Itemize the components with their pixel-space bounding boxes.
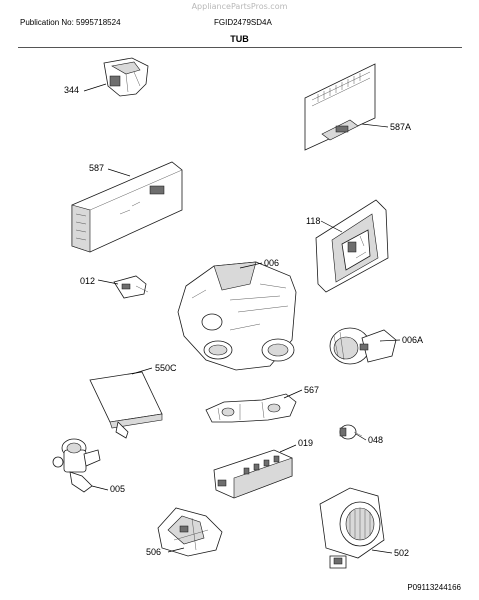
callout-019: 019 bbox=[298, 438, 314, 448]
part-587A-illustration bbox=[304, 63, 389, 151]
callout-506: 506 bbox=[146, 547, 162, 557]
callout-006A: 006A bbox=[402, 335, 424, 345]
page-title: TUB bbox=[230, 34, 249, 44]
callout-006: 006 bbox=[264, 258, 280, 268]
callout-502: 502 bbox=[394, 548, 410, 558]
part-344-illustration bbox=[83, 57, 149, 97]
part-048-illustration bbox=[339, 424, 367, 441]
callout-550C: 550C bbox=[155, 363, 177, 373]
part-506-illustration bbox=[157, 507, 223, 557]
callout-005: 005 bbox=[110, 484, 126, 494]
part-006A-illustration bbox=[329, 327, 401, 365]
callout-118: 118 bbox=[306, 216, 321, 226]
part-019-illustration bbox=[213, 444, 297, 499]
callout-567: 567 bbox=[304, 385, 320, 395]
watermark: AppliancePartsPros.com bbox=[191, 2, 288, 11]
part-006-illustration bbox=[177, 261, 297, 371]
part-118-illustration bbox=[315, 199, 389, 293]
callout-587A: 587A bbox=[390, 122, 412, 132]
callout-344: 344 bbox=[64, 85, 80, 95]
figure-code: P09113244166 bbox=[407, 583, 461, 592]
part-005-illustration bbox=[52, 438, 109, 493]
part-587-illustration bbox=[71, 161, 183, 253]
callout-587: 587 bbox=[89, 163, 105, 173]
header-divider bbox=[18, 47, 462, 48]
part-012-illustration bbox=[97, 275, 149, 299]
part-567-illustration bbox=[205, 389, 303, 423]
part-550C-illustration bbox=[89, 367, 163, 439]
callout-048: 048 bbox=[368, 435, 384, 445]
part-502-illustration bbox=[319, 487, 393, 569]
model-number: FGID2479SD4A bbox=[214, 18, 272, 27]
publication-number: Publication No: 5995718524 bbox=[20, 18, 121, 27]
callout-012: 012 bbox=[80, 276, 96, 286]
